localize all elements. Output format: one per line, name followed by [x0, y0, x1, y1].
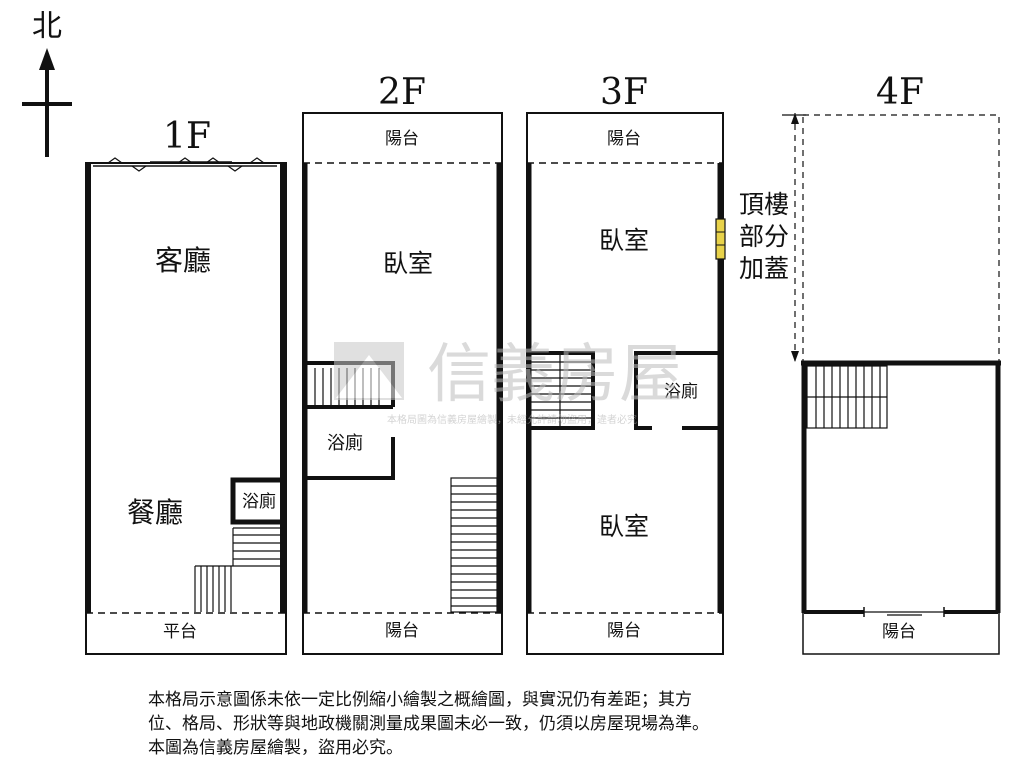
- disclaimer-line-2: 位、格局、形狀等與地政機關測量成果圖未必一致，仍須以房屋現場為準。: [148, 714, 709, 734]
- north-arrow-icon: [22, 48, 72, 157]
- room-label-bath-2f: 浴廁: [327, 432, 363, 454]
- room-label-bedroom-2f: 臥室: [383, 249, 433, 278]
- room-label-bath-3f: 浴廁: [664, 381, 698, 402]
- disclaimer-line-3: 本圖為信義房屋繪製，盜用必究。: [148, 738, 403, 758]
- roof-note-line-2: 部分: [739, 222, 789, 251]
- disclaimer-line-1: 本格局示意圖係未依一定比例縮小繪製之概繪圖，與實況仍有差距；其方: [148, 690, 692, 710]
- disclaimer: 本格局示意圖係未依一定比例縮小繪製之概繪圖，與實況仍有差距；其方 位、格局、形狀…: [148, 688, 908, 760]
- room-label-bath-1f: 浴廁: [242, 491, 276, 512]
- room-label-dining: 餐廳: [127, 496, 183, 529]
- floor-4f: [782, 113, 1001, 655]
- room-label-balcony-4f: 陽台: [882, 622, 916, 642]
- room-label-balcony-2f-bottom: 陽台: [385, 621, 419, 641]
- room-label-platform: 平台: [163, 622, 197, 642]
- room-label-bedroom-3f-top: 臥室: [599, 226, 649, 255]
- floor-title-1f: 1F: [163, 116, 211, 157]
- room-label-balcony-3f-bottom: 陽台: [607, 621, 641, 641]
- roof-note-line-3: 加蓋: [739, 254, 789, 283]
- floor-3f: [526, 112, 726, 655]
- room-label-living: 客廳: [155, 244, 211, 277]
- watermark: 信義房屋 本格局圖為信義房屋繪製，未經允許請勿盜用，違者必究: [334, 338, 683, 426]
- floor-title-4f: 4F: [876, 72, 924, 113]
- floor-title-3f: 3F: [600, 72, 648, 113]
- compass-label: 北: [32, 9, 62, 44]
- window-marker: [715, 218, 726, 260]
- room-label-balcony-2f-top: 陽台: [385, 129, 419, 149]
- floor-title-2f: 2F: [378, 72, 426, 113]
- floor-1f: [85, 157, 287, 655]
- roof-note-line-1: 頂樓: [739, 190, 789, 219]
- room-label-bedroom-3f-bottom: 臥室: [599, 512, 649, 541]
- room-label-balcony-3f-top: 陽台: [607, 129, 641, 149]
- watermark-fine-print: 本格局圖為信義房屋繪製，未經允許請勿盜用，違者必究: [387, 413, 637, 426]
- watermark-brand: 信義房屋: [427, 338, 683, 412]
